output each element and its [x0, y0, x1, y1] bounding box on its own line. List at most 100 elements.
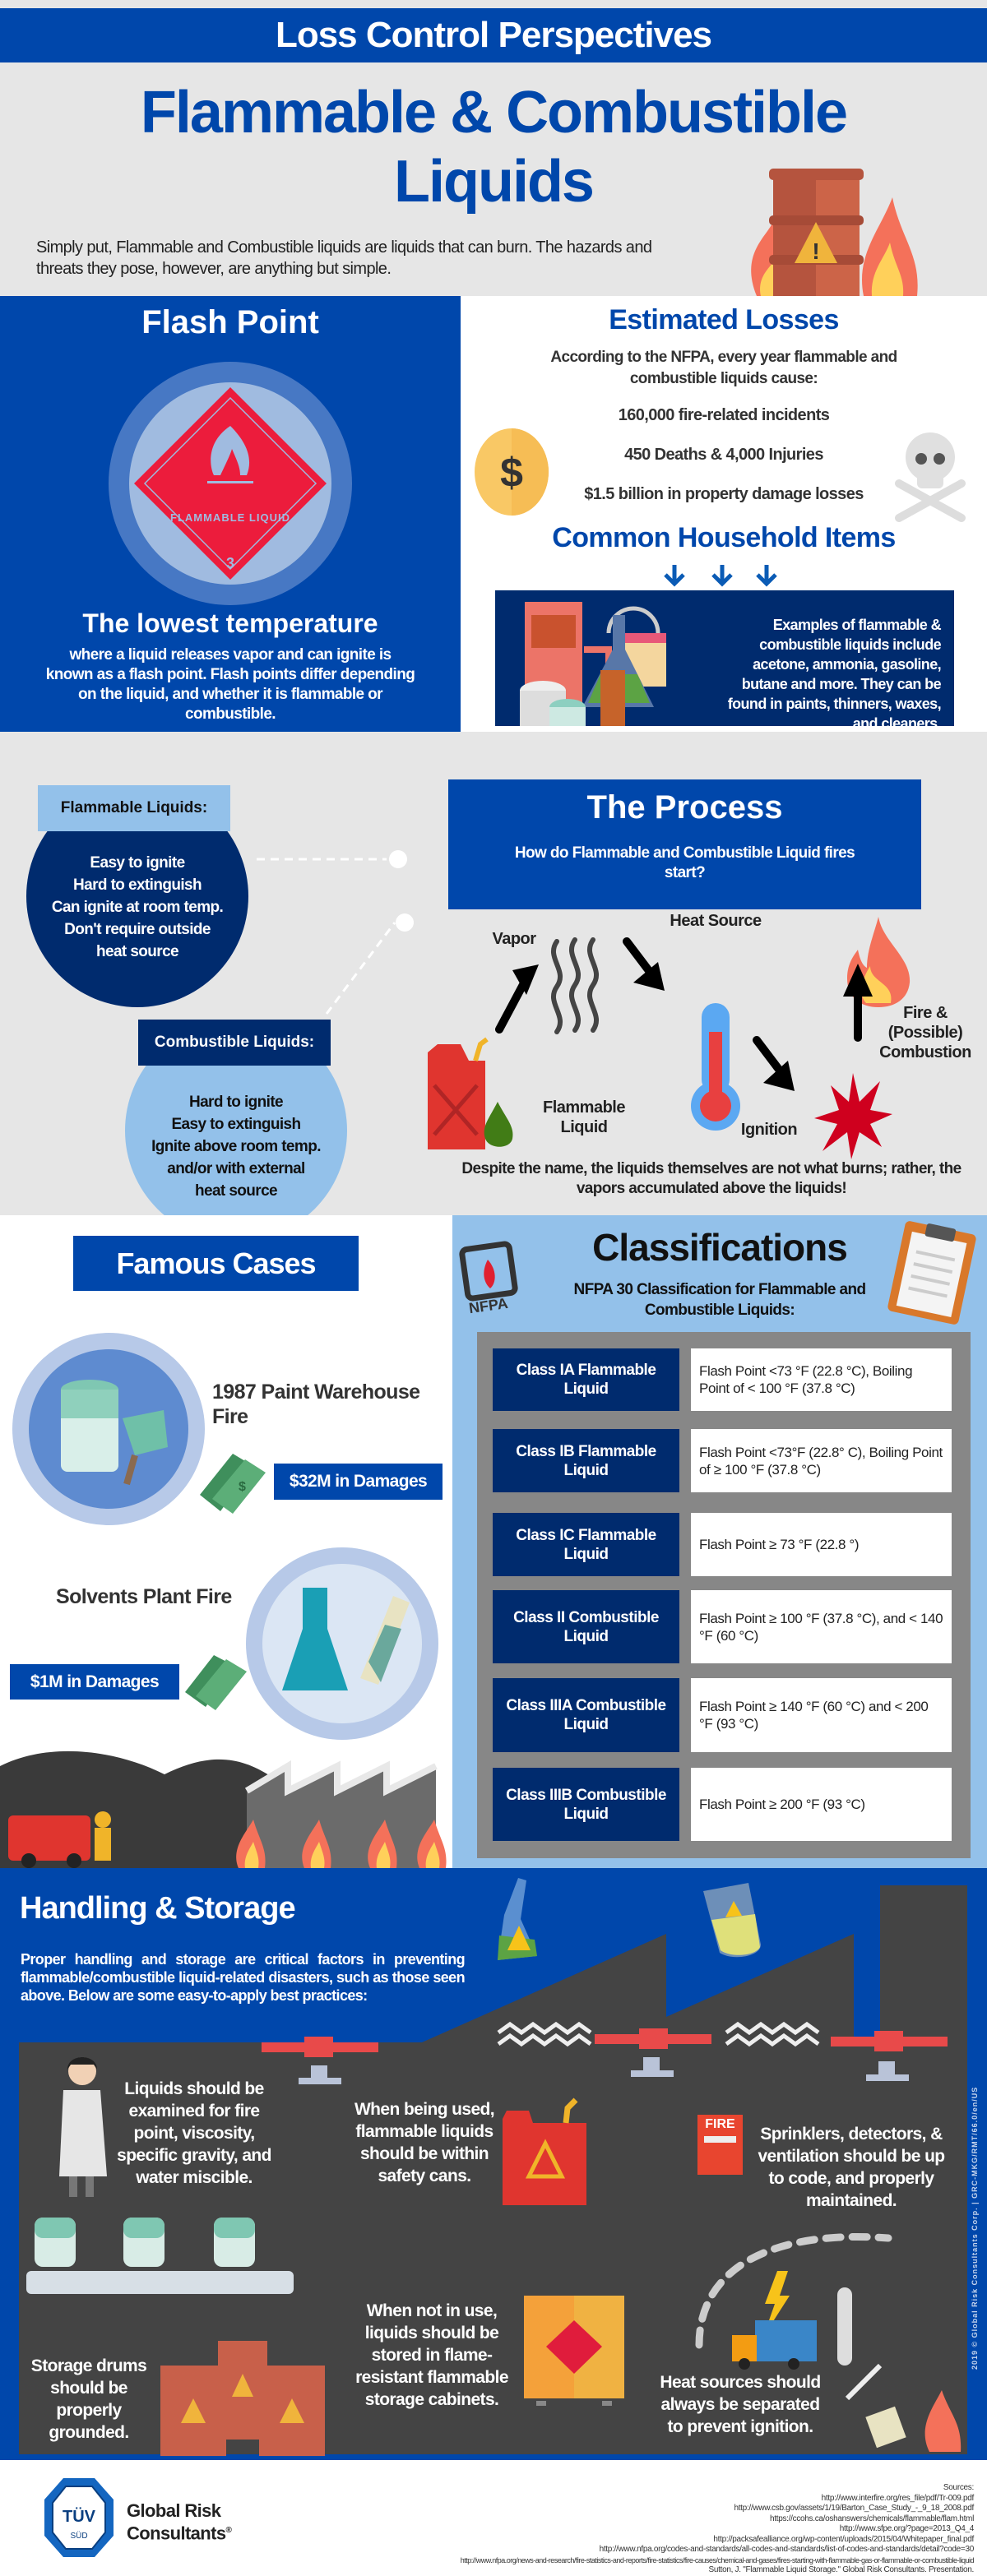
household-body: Examples of flammable & combustible liqu… [727, 617, 942, 732]
heat-sources-icon [695, 2233, 962, 2452]
main-title-line2: Liquids [394, 149, 595, 215]
copyright-text: 2019 © Global Risk Consultants Corp. | G… [971, 2086, 979, 2370]
class-cell: Class IC Flammable Liquid [493, 1513, 679, 1576]
header-section: Loss Control Perspectives Flammable & Co… [0, 0, 987, 296]
main-title-line1: Flammable & Combustible [140, 80, 848, 146]
main-title: Flammable & Combustible Liquids [0, 78, 987, 216]
intro-text: Simply put, Flammable and Combustible li… [36, 238, 652, 278]
sources-label: Sources: [943, 2483, 974, 2492]
money-icon: $ [200, 1454, 266, 1514]
source-item: Sutton, J. "Flammable Liquid Storage." G… [708, 2565, 974, 2574]
clipboard-icon [887, 1221, 976, 1325]
trait: Easy to extinguish [171, 1116, 301, 1133]
criteria-cell: Flash Point <73°F (22.8° C), Boiling Poi… [691, 1429, 952, 1492]
trait: Ignite above room temp. [151, 1138, 321, 1155]
flask-icon [246, 1547, 438, 1740]
connector-lines [257, 850, 414, 1015]
trait: Don't require outside [64, 921, 211, 938]
class-cell: Class IIIA Combustible Liquid [493, 1678, 679, 1752]
svg-text:TÜV: TÜV [63, 2507, 96, 2526]
down-arrows-icon [664, 565, 777, 587]
classifications-title: Classifications [592, 1226, 848, 1269]
class-cell: Class II Combustible Liquid [493, 1590, 679, 1663]
vapor-waves-icon [550, 937, 600, 1034]
source-item: http://www.sfpe.org/?page=2013_Q4_4 [839, 2524, 975, 2533]
step-vapor-label: Vapor [492, 930, 536, 948]
class-cell: Class IA Flammable Liquid [493, 1348, 679, 1411]
process-section: Flammable Liquids: Easy to ignite Hard t… [0, 732, 987, 1242]
tip-heat-sources: Heat sources should always be separated … [660, 2373, 821, 2436]
footer: TÜV SÜD Global Risk Consultants® Sources… [0, 2460, 987, 2575]
step-ignition-label: Ignition [740, 1121, 798, 1139]
source-item: http://www.csb.gov/assets/1/19/Barton_Ca… [734, 2504, 974, 2513]
criteria-cell: Flash Point ≥ 140 °F (60 °C) and < 200 °… [691, 1678, 952, 1752]
tip-examine-liquids: Liquids should be examined for fire poin… [117, 2079, 271, 2187]
flash-point-title: Flash Point [141, 304, 319, 340]
process-subtitle: How do Flammable and Combustible Liquid … [514, 844, 855, 881]
flammable-cabinet-icon [524, 2296, 624, 2406]
handling-intro: Proper handling and storage are critical… [21, 1951, 466, 2004]
case-1-name: 1987 Paint Warehouse Fire [212, 1380, 420, 1428]
tip-sprinklers: Sprinklers, detectors, & ventilation sho… [758, 2125, 945, 2210]
handling-section: Handling & Storage Proper handling and s… [0, 1868, 987, 2460]
classifications-subtitle: NFPA 30 Classification for Flammable and… [573, 1281, 866, 1319]
process-arrows [495, 937, 873, 1091]
combustible-label: Combustible Liquids: [138, 1020, 331, 1066]
flash-point-section: Flash Point FLAMMABLE LIQUID 3 The lowes… [0, 296, 461, 732]
tip-grounded-drums: Storage drums should be properly grounde… [30, 2356, 147, 2442]
class-cell: Class IB Flammable Liquid [493, 1429, 679, 1492]
handling-title: Handling & Storage [20, 1891, 296, 1926]
scientist-icon [59, 2057, 107, 2197]
tip-storage-cabinets: When not in use, liquids should be store… [355, 2301, 508, 2409]
case-2-name: Solvents Plant Fire [56, 1585, 232, 1608]
trait: heat source [95, 943, 179, 960]
trait: and/or with external [167, 1160, 305, 1177]
money-icon [185, 1655, 247, 1710]
criteria-cell: Flash Point <73 °F (22.8 °C), Boiling Po… [691, 1348, 952, 1411]
stat-casualties: 450 Deaths & 4,000 Injuries [624, 446, 823, 464]
trait: Easy to ignite [90, 854, 185, 872]
trait: Can ignite at room temp. [51, 899, 224, 916]
company-name-text: Global Risk Consultants [127, 2500, 226, 2544]
source-item: http://www.nfpa.org/news-and-research/fi… [460, 2555, 975, 2564]
trait: Hard to ignite [188, 1094, 284, 1111]
process-title: The Process [586, 789, 783, 826]
series-title-bar: Loss Control Perspectives [0, 8, 987, 62]
source-item: http://packsafealliance.org/wp-content/u… [713, 2534, 974, 2544]
household-box: Examples of flammable & combustible liqu… [495, 590, 954, 732]
losses-section: Estimated Losses According to the NFPA, … [461, 296, 987, 732]
flash-point-subtitle: The lowest temperature [82, 608, 378, 638]
losses-intro: According to the NFPA, every year flamma… [550, 349, 897, 387]
losses-title: Estimated Losses [609, 304, 839, 335]
storage-drums-icon [160, 2341, 325, 2456]
svg-text:$: $ [239, 1480, 246, 1494]
criteria-cell: Flash Point ≥ 100 °F (37.8 °C), and < 14… [691, 1590, 952, 1663]
stat-property-damage: $1.5 billion in property damage losses [584, 485, 864, 503]
gas-can-icon [428, 1037, 513, 1149]
fire-alarm-icon: FIRE [697, 2115, 743, 2175]
svg-text:$: $ [500, 450, 523, 496]
nfpa-logo-icon [459, 1241, 518, 1302]
source-item: http://www.nfpa.org/codes-and-standards/… [599, 2545, 975, 2554]
burning-barrel-icon: ! [751, 169, 918, 296]
source-item: http://www.interfire.org/res_file/pdf/Tr… [821, 2493, 975, 2503]
dollar-coin-icon: $ [475, 428, 549, 516]
step-liquid-label: Flammable Liquid [543, 1098, 625, 1136]
trait: Hard to extinguish [73, 876, 202, 894]
process-note: Despite the name, the liquids themselves… [461, 1160, 962, 1197]
svg-text:!: ! [812, 238, 819, 264]
case-1-damages: $32M in Damages [274, 1464, 443, 1500]
placard-number: 3 [225, 555, 234, 571]
flammable-placard-icon [109, 362, 352, 605]
class-cell: Class IIIB Combustible Liquid [493, 1768, 679, 1841]
famous-cases-title: Famous Cases [73, 1236, 359, 1291]
criteria-cell: Flash Point ≥ 73 °F (22.8 °) [691, 1513, 952, 1576]
sources-list: Sources: http://www.interfire.org/res_fi… [234, 2483, 975, 2576]
household-products-icon [520, 602, 666, 726]
flash-point-body: where a liquid releases vapor and can ig… [45, 646, 415, 723]
tuv-sud-logo: TÜV SÜD [44, 2478, 114, 2557]
thermometer-icon [691, 1003, 740, 1131]
flammable-label: Flammable Liquids: [38, 785, 230, 831]
industrial-fire-scene [0, 1750, 447, 1868]
placard-label: FLAMMABLE LIQUID [170, 511, 290, 524]
